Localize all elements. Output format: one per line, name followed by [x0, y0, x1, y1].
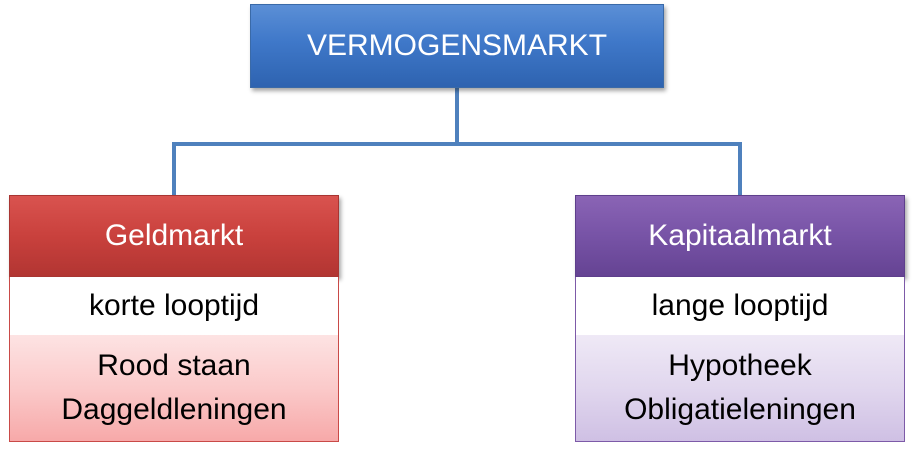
- geldmarkt-examples-box: Rood staan Daggeldleningen: [9, 335, 339, 442]
- root-node: VERMOGENSMARKT: [250, 4, 664, 88]
- root-label: VERMOGENSMARKT: [306, 29, 608, 62]
- kapitaalmarkt-example-item: Obligatieleningen: [624, 393, 856, 426]
- kapitaalmarkt-examples-box: Hypotheek Obligatieleningen: [575, 335, 905, 442]
- kapitaalmarkt-title: Kapitaalmarkt: [648, 219, 832, 252]
- geldmarkt-term: korte looptijd: [88, 289, 260, 322]
- geldmarkt-title: Geldmarkt: [104, 219, 244, 252]
- geldmarkt-example-item: Rood staan: [97, 349, 251, 382]
- geldmarkt-node: Geldmarkt: [9, 195, 339, 277]
- kapitaalmarkt-term: lange looptijd: [651, 289, 829, 322]
- kapitaalmarkt-example-item: Hypotheek: [668, 349, 812, 382]
- kapitaalmarkt-term-box: lange looptijd: [575, 277, 905, 335]
- geldmarkt-example-item: Daggeldleningen: [61, 393, 287, 426]
- kapitaalmarkt-node: Kapitaalmarkt: [575, 195, 905, 277]
- geldmarkt-term-box: korte looptijd: [9, 277, 339, 335]
